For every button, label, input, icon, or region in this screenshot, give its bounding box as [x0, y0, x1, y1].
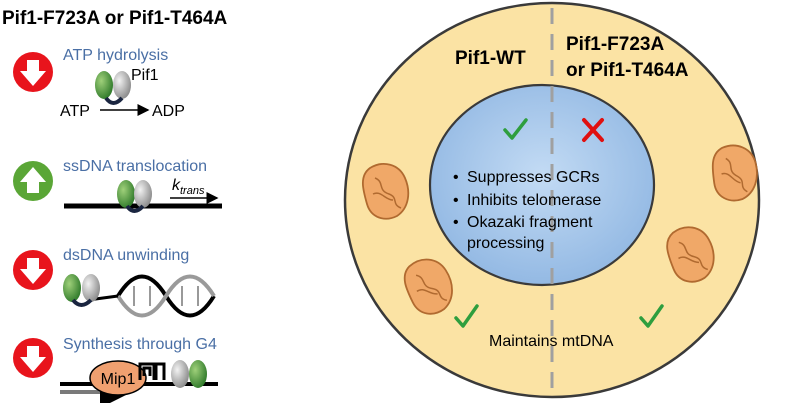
up-arrow-icon: [13, 161, 53, 201]
wt-header: Pif1-WT: [455, 48, 526, 69]
mito-function: Maintains mtDNA: [489, 333, 614, 350]
nucleus-function-2: Inhibits telomerase: [467, 192, 601, 209]
row-ssdna-translocation: ssDNA translocation ktrans: [13, 158, 222, 213]
adp-label: ADP: [152, 103, 185, 120]
k-trans-label: ktrans: [172, 177, 205, 197]
dsdna-helix: [87, 274, 216, 318]
row-atp-hydrolysis: ATP hydrolysis Pif1 ATP ADP: [13, 47, 185, 120]
atp-label: ATP: [60, 103, 90, 120]
g-quadruplex-icon: [138, 362, 166, 380]
mitochondrion-icon: [361, 163, 410, 220]
row-label: ssDNA translocation: [63, 158, 207, 175]
row-dsdna-unwinding: dsDNA unwinding: [13, 247, 216, 318]
down-arrow-icon: [13, 52, 53, 92]
pif1-label: Pif1: [131, 67, 159, 84]
down-arrow-icon: [13, 250, 53, 290]
pif1-protein-icon: [63, 274, 100, 307]
row-label: dsDNA unwinding: [63, 247, 189, 264]
mito-check-icon-mutant: [639, 304, 664, 328]
left-panel-title: Pif1-F723A or Pif1-T464A: [2, 8, 228, 29]
down-arrow-icon: [13, 338, 53, 378]
bullet-3: •: [453, 214, 459, 231]
pif1-protein-icon: [117, 180, 152, 213]
pif1-protein-icon: [95, 71, 131, 105]
mito-check-icon-wt: [454, 304, 479, 328]
row-synthesis-g4: Synthesis through G4 Mip1: [13, 336, 218, 403]
mip1-polymerase: Mip1: [89, 360, 147, 396]
row-label: ATP hydrolysis: [63, 47, 168, 64]
nucleus-function-list: • Suppresses GCRs • Inhibits telomerase …: [453, 169, 601, 252]
pif1-protein-icon: [171, 360, 207, 388]
nucleus-function-1: Suppresses GCRs: [467, 169, 600, 186]
cell: Pif1-WT Pif1-F723A or Pif1-T464A • Suppr…: [343, 1, 762, 399]
nucleus-function-3: Okazaki fragment: [467, 214, 593, 231]
bullet-1: •: [453, 169, 459, 186]
mutant-header-line1: Pif1-F723A: [566, 34, 664, 55]
mutant-header-line2: or Pif1-T464A: [566, 60, 689, 81]
row-label: Synthesis through G4: [63, 336, 217, 353]
nuclear-cross-icon: [582, 118, 604, 142]
mip1-label: Mip1: [101, 371, 136, 388]
nucleus-function-3-cont: processing: [467, 235, 544, 252]
nuclear-check-icon: [503, 118, 528, 140]
bullet-2: •: [453, 192, 459, 209]
